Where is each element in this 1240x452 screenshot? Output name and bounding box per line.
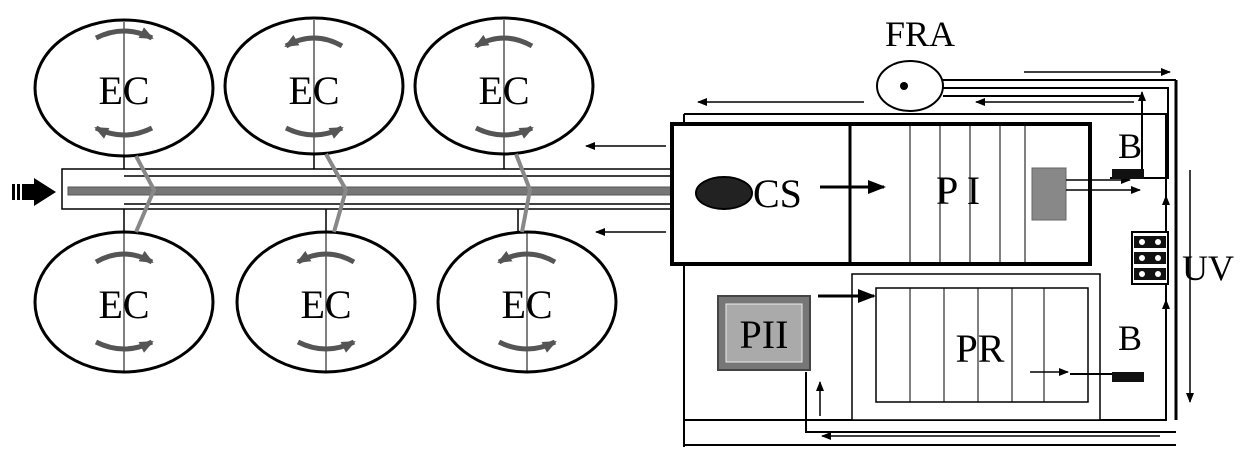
ec-grey-links [134,153,533,233]
ec-label: EC [98,282,149,327]
cs-source [695,176,753,210]
b-bottom-block [1112,372,1144,382]
ec-cell: EC [413,16,595,156]
ec-label: EC [288,68,339,113]
ec-label: EC [98,68,149,113]
b-bottom-label: B [1118,318,1142,358]
equipment-frame [683,80,1178,447]
pii-label: PII [740,312,789,357]
bottom-piping [805,372,1176,440]
b-top-label: B [1118,126,1142,166]
ec-label: EC [478,68,529,113]
ec-connectors [123,154,674,232]
pr-chamber [851,273,1101,421]
ec-cell: EC [235,230,417,374]
fra-unit: FRA [876,14,955,112]
inlet-arrow [12,178,56,206]
ec-cell: EC [223,16,405,156]
ec-label: EC [300,282,351,327]
central-tube [61,168,699,210]
pii-unit: PII [717,295,811,371]
ec-cell: EC [436,230,618,374]
fra-piping [697,68,1176,179]
uv-unit [1131,231,1169,285]
pi-sample [1031,167,1067,221]
fra-label: FRA [885,14,955,54]
pi-label: P I [936,168,980,213]
b-top-block [1112,169,1144,179]
cs-label: CS [753,171,802,216]
ec-cell: EC [33,230,215,374]
ec-cell: EC [33,18,215,158]
pr-label: PR [956,326,1005,371]
ec-label: EC [501,282,552,327]
